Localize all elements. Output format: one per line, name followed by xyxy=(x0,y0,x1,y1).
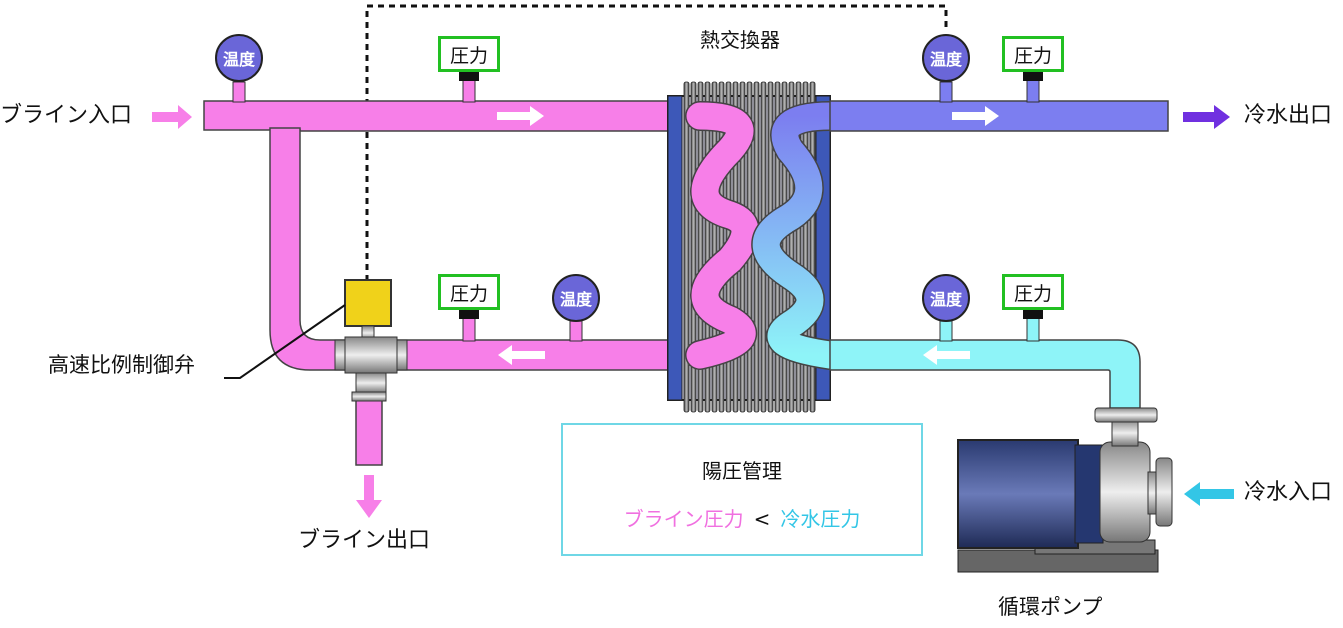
gauge-label: 温度 xyxy=(559,290,592,309)
flow-arrows-external xyxy=(152,105,1234,518)
proportional-valve xyxy=(334,279,408,402)
note-brine-pressure: ブライン圧力 xyxy=(623,507,744,531)
gauge-label: 圧力 xyxy=(449,44,488,67)
flow-arrows-internal xyxy=(497,106,999,365)
valve-leader-line xyxy=(224,304,346,379)
temperature-gauge-chilled-out: 温度 xyxy=(922,34,970,82)
gauge-label: 温度 xyxy=(222,50,255,69)
chilled-water-inlet-label: 冷水入口 xyxy=(1244,480,1333,505)
pressure-gauge-brine-out: 圧力 xyxy=(438,274,500,310)
gauge-label: 圧力 xyxy=(1013,282,1052,305)
valve-label: 高速比例制御弁 xyxy=(48,353,195,377)
temperature-gauge-brine-in: 温度 xyxy=(215,34,263,82)
pressure-gauge-chilled-out: 圧力 xyxy=(1002,36,1064,72)
gauge-label: 温度 xyxy=(929,50,962,69)
pump-label: 循環ポンプ xyxy=(998,595,1103,619)
positive-pressure-note: 陽圧管理 ブライン圧力 < 冷水圧力 xyxy=(561,423,923,556)
gauge-label: 温度 xyxy=(929,290,962,309)
chilled-coil xyxy=(752,102,844,369)
temperature-gauge-brine-out: 温度 xyxy=(552,274,600,322)
note-comparison: ブライン圧力 < 冷水圧力 xyxy=(563,503,921,532)
chilled-piping xyxy=(829,100,1169,409)
control-signal-line xyxy=(365,4,948,281)
note-title: 陽圧管理 xyxy=(702,459,782,483)
gauge-label: 圧力 xyxy=(449,282,488,305)
gauge-label: 圧力 xyxy=(1013,44,1052,67)
temperature-gauge-chilled-in: 温度 xyxy=(922,274,970,322)
note-comparator: < xyxy=(753,507,771,531)
heat-exchanger-plate xyxy=(690,81,697,413)
heat-exchanger-label: 熱交換器 xyxy=(700,28,780,52)
brine-inlet-label: ブライン入口 xyxy=(0,103,133,128)
circulation-pump xyxy=(957,407,1173,573)
note-chilled-pressure: 冷水圧力 xyxy=(780,507,861,531)
pressure-gauge-brine-in: 圧力 xyxy=(438,36,500,72)
brine-outlet-label: ブライン出口 xyxy=(298,528,431,553)
brine-piping xyxy=(203,100,751,466)
chilled-water-outlet-label: 冷水出口 xyxy=(1244,103,1333,128)
heat-exchanger-plate xyxy=(683,81,690,413)
pressure-gauge-chilled-in: 圧力 xyxy=(1002,274,1064,310)
gauge-stems xyxy=(232,72,1043,342)
